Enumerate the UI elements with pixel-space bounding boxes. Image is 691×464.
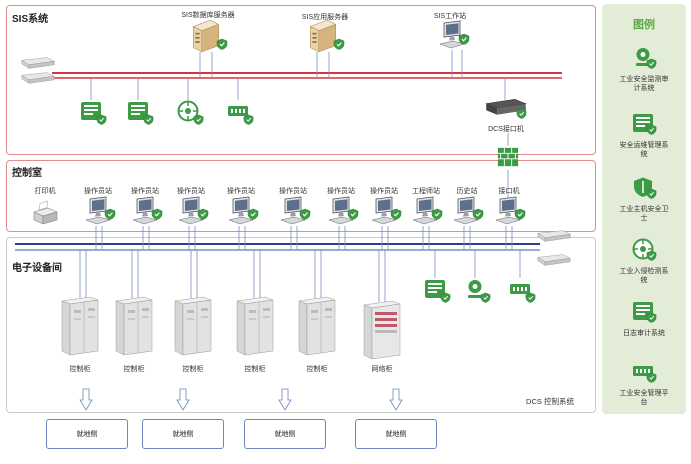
legend-item-audit: 工业安全监测审计系统: [602, 46, 686, 93]
legend-text-log: 日志审计系统: [623, 330, 665, 337]
cabinet-label: 控制柜: [123, 366, 145, 373]
sis-app-server-label: SIS应用服务器: [301, 14, 349, 21]
control-room-zone-title: 控制室: [12, 168, 42, 179]
field-side-box: 就地侧: [142, 419, 224, 449]
shield-badge-icon: [247, 208, 259, 220]
shield-badge-icon: [104, 208, 116, 220]
operator-station-label: 操作员站: [177, 188, 205, 195]
network-cabinet-label: 网络柜: [371, 366, 393, 373]
control-cabinet-icon: [115, 296, 153, 356]
shield-badge-icon: [243, 114, 254, 125]
shield-badge-icon: [96, 114, 107, 125]
sis-workstation-icon: [439, 20, 465, 49]
shield-badge-icon: [347, 208, 359, 220]
intrusion-device-icon: [468, 280, 482, 298]
shield-badge-icon: [431, 208, 443, 220]
shield-badge-icon: [193, 114, 204, 125]
shield-badge-icon: [472, 208, 484, 220]
control-cabinet-icon: [236, 296, 274, 356]
operator-station-label: 操作员站: [327, 188, 355, 195]
legend-item-ops: 安全运维管理系统: [602, 112, 686, 159]
intrusion-detection-icon: [632, 238, 657, 261]
sis-app-server-icon: [309, 19, 337, 53]
electronic-room-zone-title: 电子设备间: [12, 263, 62, 274]
sis-switch-icon-2: [21, 72, 55, 84]
operator-station-label: 操作员站: [279, 188, 307, 195]
network-cabinet-icon: [363, 300, 401, 360]
cabinet-label: 控制柜: [182, 366, 204, 373]
dcs-switch-icon-2: [537, 254, 571, 266]
legend-panel: 图例 工业安全监测审计系统 安全运维管理系统 工业主机安全卫士 工业入侵检测系统: [602, 4, 686, 414]
sis-db-server-icon: [192, 19, 220, 53]
field-side-box: 就地侧: [355, 419, 437, 449]
cabinet-label: 控制柜: [306, 366, 328, 373]
legend-item-intrusion: 工业入侵检测系统: [602, 238, 686, 285]
legend-title: 图例: [633, 19, 655, 31]
interface-machine-label: 接口机: [498, 188, 520, 195]
cabinet-label: 控制柜: [244, 366, 266, 373]
security-platform-icon: [633, 366, 657, 383]
legend-item-log: 日志审计系统: [602, 300, 686, 338]
shield-badge-icon: [525, 292, 536, 303]
legend-item-host: 工业主机安全卫士: [602, 176, 686, 223]
control-cabinet-icon: [298, 296, 336, 356]
printer-label: 打印机: [34, 188, 56, 195]
shield-badge-icon: [299, 208, 311, 220]
shield-badge-icon: [440, 292, 451, 303]
shield-badge-icon: [143, 114, 154, 125]
down-arrow-icon: [79, 388, 93, 411]
shield-badge-icon: [197, 208, 209, 220]
operator-station-label: 操作员站: [131, 188, 159, 195]
legend-text-ops: 安全运维管理系统: [619, 142, 669, 158]
operator-station-label: 操作员站: [84, 188, 112, 195]
shield-badge-icon: [151, 208, 163, 220]
operator-station-label: 操作员站: [370, 188, 398, 195]
field-side-box: 就地侧: [46, 419, 128, 449]
electronic-room-zone: [6, 237, 596, 413]
shield-badge-icon: [516, 108, 527, 119]
sis-workstation-label: SIS工作站: [433, 13, 467, 20]
engineer-station-label: 工程师站: [412, 188, 440, 195]
control-room-stations: [85, 196, 526, 225]
down-arrow-icon: [389, 388, 403, 411]
platform-device-icon: [228, 106, 248, 116]
down-arrow-icon: [278, 388, 292, 411]
audit-system-icon: [636, 48, 657, 69]
legend-text-intrusion: 工业入侵检测系统: [619, 268, 669, 284]
dcs-switch-icon: [537, 230, 571, 242]
control-cabinet-icon: [61, 296, 99, 356]
shield-badge-icon: [390, 208, 402, 220]
ops-management-icon: [633, 114, 657, 135]
legend-text-audit: 工业安全监测审计系统: [619, 76, 669, 92]
shield-badge-icon: [514, 208, 526, 220]
shield-badge-icon: [333, 38, 345, 50]
history-station-label: 历史站: [456, 188, 478, 195]
dcs-system-label: DCS 控制系统: [526, 397, 574, 406]
dcs-interface-label: DCS接口机: [488, 126, 524, 133]
control-room-zone: [6, 160, 596, 232]
legend-text-host: 工业主机安全卫士: [619, 206, 669, 222]
cabinet-label: 控制柜: [69, 366, 91, 373]
control-cabinet-icon: [174, 296, 212, 356]
printer-icon: [33, 200, 58, 225]
sis-switch-icon: [21, 57, 55, 69]
operator-station-label: 操作员站: [227, 188, 255, 195]
legend-item-platform: 工业安全管理平台: [602, 360, 686, 407]
field-side-box: 就地侧: [244, 419, 326, 449]
sis-zone: [6, 5, 596, 155]
legend-text-platform: 工业安全管理平台: [619, 390, 669, 406]
shield-badge-icon: [480, 292, 491, 303]
down-arrow-icon: [176, 388, 190, 411]
shield-badge-icon: [458, 33, 470, 45]
sis-db-server-label: SIS数据库服务器: [181, 12, 235, 19]
host-guard-icon: [633, 176, 657, 199]
platform-device-icon: [510, 284, 530, 294]
log-audit-icon: [633, 302, 657, 323]
firewall-icon: [497, 147, 519, 167]
sis-zone-title: SIS系统: [12, 14, 49, 25]
shield-badge-icon: [216, 38, 228, 50]
